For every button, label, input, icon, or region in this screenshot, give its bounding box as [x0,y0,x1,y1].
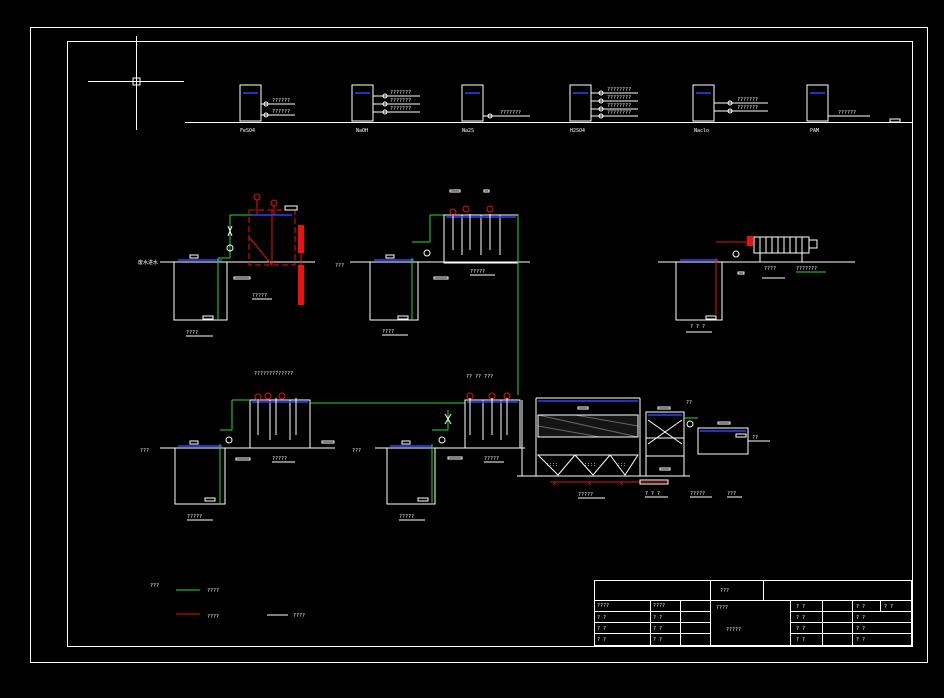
tag-tank3: ? ? ? [690,324,705,330]
dosing-system: ???????????? FeSO4 ?????????????????????… [185,84,912,134]
svg-text:??????: ?????? [272,109,290,115]
tag-tank1: ???? [186,330,198,336]
svg-text:?????????????: ????????????? [254,371,293,377]
tag-side1: ??? [335,263,344,269]
tag-b2: ????? [690,491,705,497]
svg-text:::::: :::: [584,462,596,468]
svg-text:???????: ??????? [796,266,817,272]
legend: ??? ???? ???? ???? [150,583,305,620]
dosing-tank-5: ?????????????? Naclo [692,84,768,134]
tb-right-1: ? ? [796,604,805,610]
tag-b3: ??? [727,491,736,497]
svg-text:????????: ???????? [607,95,631,101]
svg-text:::::: :::: [546,462,558,468]
tag-b1: ? ? ? [645,491,660,497]
dosing-tank-4: ???????????????????????????????? H2SO4 [569,84,638,134]
svg-text:??????: ?????? [838,110,856,116]
svg-text:??: ?? [752,435,758,441]
tag-tank4: ????? [187,514,202,520]
tb-right-3: ? ? [884,604,893,610]
dosing-tank-6: ?????? PAM [806,84,870,134]
tb-row-6: ? ? [653,637,662,643]
svg-text:???????: ??????? [500,110,521,116]
title-block: ??? ???? ???? ???? ????? ? ? ? ? ? ? ? ?… [594,580,912,646]
svg-text:????????: ???????? [607,103,631,109]
svg-text:?? ?? ???: ?? ?? ??? [466,374,493,380]
svg-text:????: ???? [764,266,776,272]
legend-label-green: ???? [207,588,219,594]
tb-right-4: ? ? [796,615,805,621]
tb-right-7: ? ? [856,626,865,632]
treatment-unit-2: ??? ????? ???? [335,189,530,395]
tb-c2: ???? [653,603,665,609]
tb-c4: ? ? [856,637,865,643]
tb-right-5: ? ? [856,615,865,621]
legend-label-white: ???? [293,613,305,619]
tb-row-5: ? ? [597,637,606,643]
tag-side3: ??? [352,448,361,454]
chem-label-1: FeSO4 [240,128,255,134]
svg-text:??: ?? [686,400,692,406]
tb-c3: ???? [716,605,728,611]
svg-text:???????: ??????? [737,105,758,111]
legend-label-red: ???? [207,614,219,620]
tag-reactor4: ????? [484,456,499,462]
tb-row-1: ? ? [597,615,606,621]
svg-text:???????: ??????? [737,97,758,103]
chem-label-5: Naclo [694,128,709,134]
tag-side2: ??? [140,448,149,454]
dosing-tank-1: ???????????? FeSO4 [239,84,295,134]
svg-text:x: x [588,481,591,487]
svg-text:x: x [553,481,556,487]
svg-text::::: ::: [617,462,626,468]
inner-frame [67,41,913,647]
outer-frame [30,27,928,663]
svg-text:????????: ???????? [607,87,631,93]
tb-row-4: ? ? [653,626,662,632]
tb-right-2: ? ? [856,604,865,610]
svg-text:???????: ??????? [390,98,411,104]
chem-label-2: NaOH [356,128,368,134]
treatment-unit-5: ??? ?? ?? ??? ????? ????? [352,374,525,521]
tag-filter: ????? [578,492,593,498]
tag-tank2: ???? [382,329,394,335]
tb-c1: ???? [597,603,609,609]
tb-right-6: ? ? [796,626,805,632]
treatment-unit-4: ??? ????????????? ????? ????? [140,371,465,521]
treatment-unit-1: 废水进水 ????? ???? [138,193,315,337]
tb-drawing-name: ??? [720,588,729,594]
dosing-tank-3: ??????? Na2S [461,84,530,134]
chem-label-4: H2SO4 [570,128,585,134]
crosshair-cursor[interactable] [88,36,184,130]
tb-drawing-no: ????? [726,627,741,633]
svg-text:????????: ???????? [607,110,631,116]
chem-label-3: Na2S [462,128,474,134]
tb-row-2: ? ? [653,615,662,621]
svg-text:???????: ??????? [390,90,411,96]
dosing-tank-2: ????????????????????? NaOH [351,84,420,134]
legend-title: ??? [150,583,159,589]
tag-reactor3: ????? [272,456,287,462]
tag-reactor1: ????? [252,293,267,299]
svg-text:x: x [620,481,623,487]
tb-row-3: ? ? [597,626,606,632]
tag-reactor2: ????? [470,269,485,275]
treatment-unit-3-filter-press: ???? ??????? ? ? ? [658,236,855,333]
chem-label-6: PAM [810,128,819,134]
svg-text:???????: ??????? [390,106,411,112]
inlet-label: 废水进水 [138,259,158,266]
tag-tank5: ????? [399,514,414,520]
svg-text:??????: ?????? [272,98,290,104]
tb-right-8: ? ? [796,637,805,643]
